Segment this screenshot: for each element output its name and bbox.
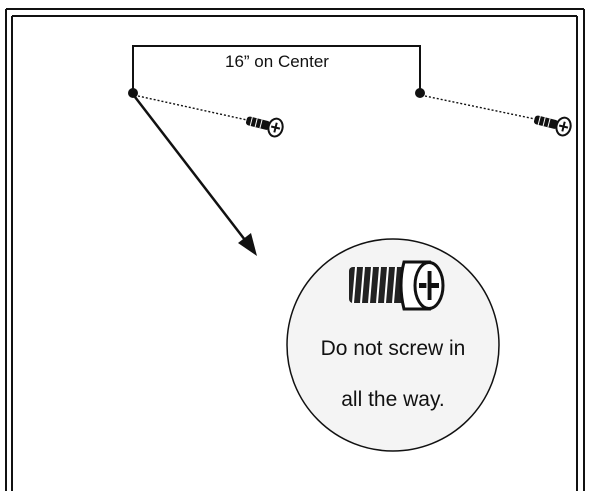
- wall-outline: [5, 8, 585, 491]
- stud-marker-right: [415, 88, 425, 98]
- callout-circle: [286, 238, 500, 452]
- arrow-icon: [134, 96, 257, 256]
- screw-icon: [533, 115, 572, 137]
- callout-text-line-1: Do not screw in: [321, 337, 466, 360]
- stud-marker-left: [128, 88, 138, 98]
- dimension-label: 16” on Center: [225, 52, 329, 71]
- dimension-bracket: [132, 45, 421, 93]
- screw-icon: [245, 116, 284, 138]
- callout-text-line-2: all the way.: [341, 388, 445, 411]
- screw-icon: [349, 260, 445, 311]
- dotted-leaders: [137, 95, 536, 121]
